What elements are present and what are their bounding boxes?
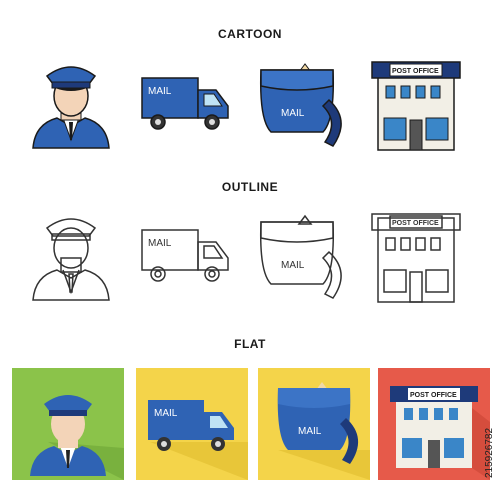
mail-bag-icon: MAIL — [258, 368, 370, 480]
mail-truck-icon: MAIL — [136, 368, 248, 480]
postman-icon — [25, 60, 117, 152]
post-office-label: POST OFFICE — [392, 220, 439, 227]
mail-truck-icon: MAIL — [138, 212, 230, 304]
truck-mail-label: MAIL — [148, 238, 172, 249]
post-office-label: POST OFFICE — [410, 392, 457, 399]
section-title-outline: OUTLINE — [221, 180, 279, 194]
bag-mail-label: MAIL — [298, 426, 322, 437]
mail-bag-icon: MAIL — [251, 60, 343, 152]
mail-bag-icon: MAIL — [251, 212, 343, 304]
bag-mail-label: MAIL — [281, 108, 305, 119]
post-office-icon: POST OFFICE — [378, 368, 490, 480]
mail-truck-icon: MAIL — [138, 60, 230, 152]
watermark-id: 215926782 — [484, 427, 495, 478]
section-title-cartoon: CARTOON — [218, 27, 282, 41]
post-office-icon: POST OFFICE — [370, 60, 462, 152]
truck-mail-label: MAIL — [154, 408, 178, 419]
bag-mail-label: MAIL — [281, 260, 305, 271]
truck-mail-label: MAIL — [148, 86, 172, 97]
post-office-label: POST OFFICE — [392, 68, 439, 75]
postman-icon — [12, 368, 124, 480]
post-office-icon: POST OFFICE — [370, 212, 462, 304]
postman-icon — [25, 212, 117, 304]
section-title-flat: FLAT — [234, 337, 266, 351]
